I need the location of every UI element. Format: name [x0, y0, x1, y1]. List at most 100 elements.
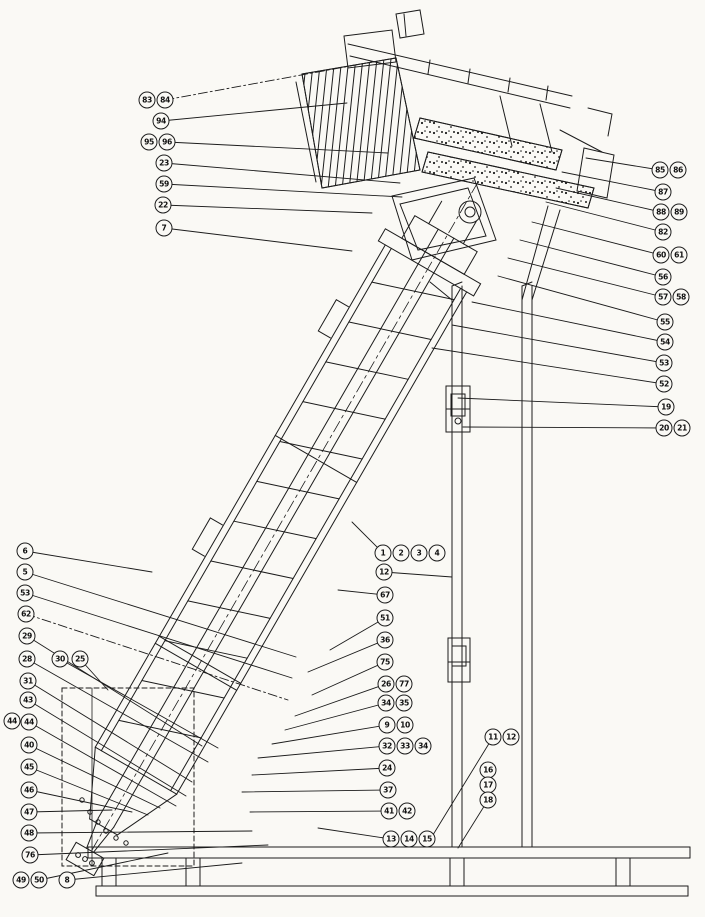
callout-balloon-26: 26: [377, 675, 395, 693]
callout-balloon-45: 45: [20, 758, 38, 776]
callout-balloon-84: 84: [156, 91, 174, 109]
leader-line: [29, 831, 252, 833]
leader-line: [556, 188, 661, 212]
leader-line: [252, 768, 387, 775]
callout-balloon-11: 11: [484, 728, 502, 746]
leader-line: [546, 202, 663, 232]
callout-balloon-14: 14: [400, 830, 418, 848]
callout-balloon-88: 88: [652, 203, 670, 221]
callout-balloon-18: 18: [479, 791, 497, 809]
callout-balloon-46: 46: [20, 781, 38, 799]
callout-balloon-36: 36: [376, 631, 394, 649]
callout-balloon-96: 96: [158, 133, 176, 151]
callout-balloon-33: 33: [396, 737, 414, 755]
callout-balloon-32: 32: [378, 737, 396, 755]
callout-balloon-53: 53: [655, 354, 673, 372]
callout-balloon-29: 29: [18, 627, 36, 645]
leader-line: [452, 325, 664, 363]
leader-line: [458, 800, 488, 848]
callout-balloon-76: 76: [21, 846, 39, 864]
callout-balloon-8: 8: [58, 871, 76, 889]
leader-line: [164, 228, 352, 251]
callout-balloon-52: 52: [655, 375, 673, 393]
leader-line: [258, 746, 387, 758]
callout-balloon-51: 51: [376, 609, 394, 627]
leader-line: [285, 703, 386, 730]
callout-balloon-10: 10: [396, 716, 414, 734]
callout-balloon-94: 94: [152, 112, 170, 130]
leader-line: [164, 163, 400, 183]
conveyor-body: [26, 180, 506, 895]
leader-line: [295, 684, 386, 716]
callout-balloon-56: 56: [654, 268, 672, 286]
callout-balloon-50: 50: [30, 871, 48, 889]
leader-lines: [25, 62, 666, 880]
callout-balloon-24: 24: [378, 759, 396, 777]
callout-balloon-60: 60: [652, 246, 670, 264]
callout-balloon-53: 53: [16, 584, 34, 602]
callout-balloon-55: 55: [656, 313, 674, 331]
discharge-detail: [62, 688, 194, 866]
leader-line: [29, 745, 160, 808]
leader-line: [165, 62, 372, 100]
leader-line: [318, 828, 391, 839]
callout-balloon-9: 9: [378, 716, 396, 734]
leader-line: [508, 258, 663, 297]
leader-line: [167, 142, 388, 153]
leader-line: [562, 172, 663, 192]
callout-balloon-12: 12: [375, 563, 393, 581]
callout-balloon-43: 43: [19, 691, 37, 709]
leader-line: [25, 551, 152, 572]
leader-line: [28, 681, 192, 782]
callout-balloon-19: 19: [657, 398, 675, 416]
leader-line: [458, 398, 666, 407]
base-frame: [88, 847, 690, 896]
callout-balloon-28: 28: [18, 650, 36, 668]
callout-balloon-42: 42: [398, 802, 416, 820]
leader-line: [463, 427, 664, 428]
leader-line: [308, 640, 385, 672]
callout-balloon-75: 75: [376, 653, 394, 671]
callout-balloon-48: 48: [20, 824, 38, 842]
leader-line: [30, 845, 268, 855]
callout-balloon-89: 89: [670, 203, 688, 221]
leader-line: [67, 863, 242, 880]
leader-line: [586, 158, 660, 170]
callout-balloon-6: 6: [16, 542, 34, 560]
callout-balloon-82: 82: [654, 223, 672, 241]
leader-line: [384, 572, 452, 577]
leader-line: [242, 790, 388, 792]
leader-line: [28, 700, 186, 796]
callout-balloon-13: 13: [382, 830, 400, 848]
callout-balloon-54: 54: [656, 333, 674, 351]
callout-balloon-59: 59: [155, 175, 173, 193]
leader-line: [428, 737, 493, 843]
callout-balloon-20: 20: [655, 419, 673, 437]
leader-line: [60, 659, 218, 748]
callout-balloon-23: 23: [155, 154, 173, 172]
callout-balloon-34: 34: [414, 737, 432, 755]
leader-line: [29, 767, 148, 815]
callout-balloon-17: 17: [479, 776, 497, 794]
leader-line: [161, 103, 347, 121]
callout-balloon-83: 83: [138, 91, 156, 109]
callout-balloon-86: 86: [669, 161, 687, 179]
callout-balloon-21: 21: [673, 419, 691, 437]
callout-balloon-5: 5: [16, 563, 34, 581]
callout-balloon-25: 25: [71, 650, 89, 668]
callout-balloon-61: 61: [670, 246, 688, 264]
callout-balloon-49: 49: [12, 871, 30, 889]
callout-balloon-44: 44: [20, 713, 38, 731]
support-posts: [430, 206, 560, 847]
callout-balloon-87: 87: [654, 183, 672, 201]
callout-balloon-34: 34: [377, 694, 395, 712]
machine-centre-axis: [92, 182, 478, 850]
leader-line: [29, 810, 112, 812]
callout-balloon-31: 31: [19, 672, 37, 690]
callout-balloon-47: 47: [20, 803, 38, 821]
leader-line: [25, 572, 296, 657]
callout-balloon-15: 15: [418, 830, 436, 848]
leader-line: [29, 790, 132, 812]
callout-balloon-62: 62: [17, 605, 35, 623]
